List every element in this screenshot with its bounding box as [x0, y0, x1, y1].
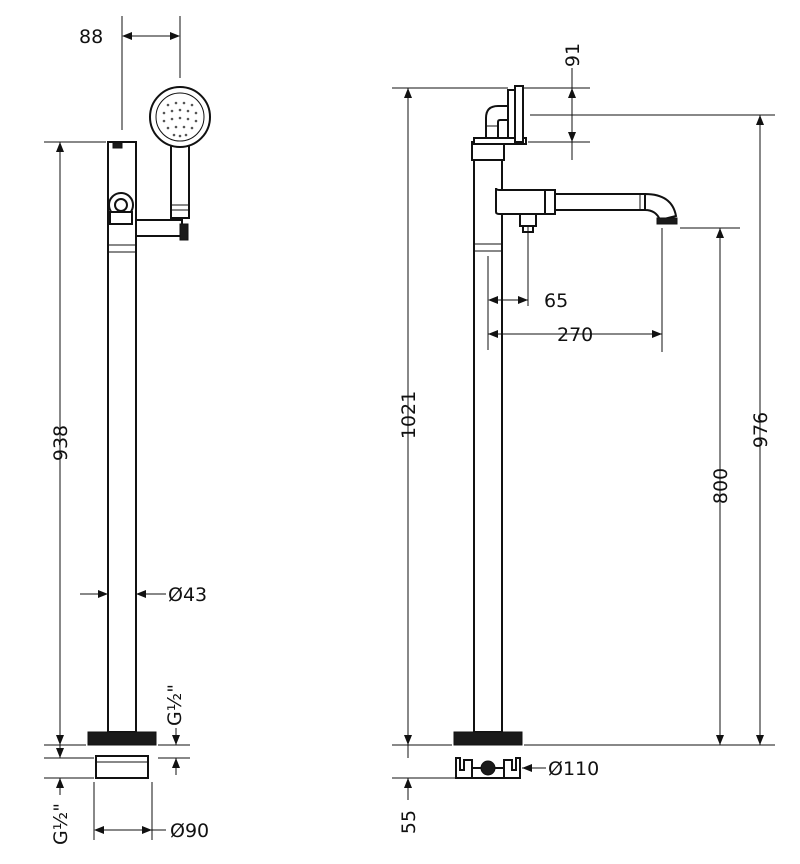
dim-91-line [522, 68, 590, 160]
dim-88-line [121, 16, 181, 130]
dim-65-label: 65 [544, 290, 568, 312]
dim-thread-side-label: G½" [164, 684, 186, 726]
right-handshower-hook [473, 85, 527, 145]
dim-thread-bottom-label: G½" [50, 803, 72, 845]
dim-thread-bottom-line [44, 740, 94, 795]
dim-270-line [487, 228, 663, 352]
dim-800-line [680, 227, 740, 745]
dim-65-line [488, 226, 529, 306]
dim-d110-label: Ø110 [548, 758, 599, 780]
dim-d110-line [522, 764, 546, 772]
dim-d43-label: Ø43 [168, 584, 207, 606]
dim-976-label: 976 [750, 412, 772, 448]
dim-976-line [524, 114, 775, 746]
left-standpipe [107, 141, 137, 733]
left-shower-head [149, 86, 211, 148]
left-shower-holder [135, 145, 190, 241]
left-view: 88 938 Ø43 G½" [44, 16, 211, 845]
dim-d90-label: Ø90 [170, 820, 209, 842]
dim-91-label: 91 [562, 43, 584, 67]
dim-d43-line [80, 590, 166, 598]
right-spout [495, 187, 678, 233]
dim-1021-line [392, 87, 508, 746]
right-base [453, 731, 523, 779]
dim-thread-side-line [158, 728, 190, 775]
dim-88-label: 88 [79, 26, 103, 48]
dim-55-label: 55 [398, 810, 420, 834]
dim-800-label: 800 [710, 468, 732, 504]
right-standpipe [471, 141, 505, 733]
dim-938-label: 938 [50, 425, 72, 461]
dim-55-line [392, 745, 456, 800]
dim-1021-label: 1021 [398, 391, 420, 439]
left-base [87, 731, 157, 779]
dim-d90-line [93, 782, 166, 840]
dim-270-label: 270 [557, 324, 593, 346]
left-mixer-lever [108, 192, 134, 225]
right-view: 91 1021 976 800 [392, 43, 775, 834]
